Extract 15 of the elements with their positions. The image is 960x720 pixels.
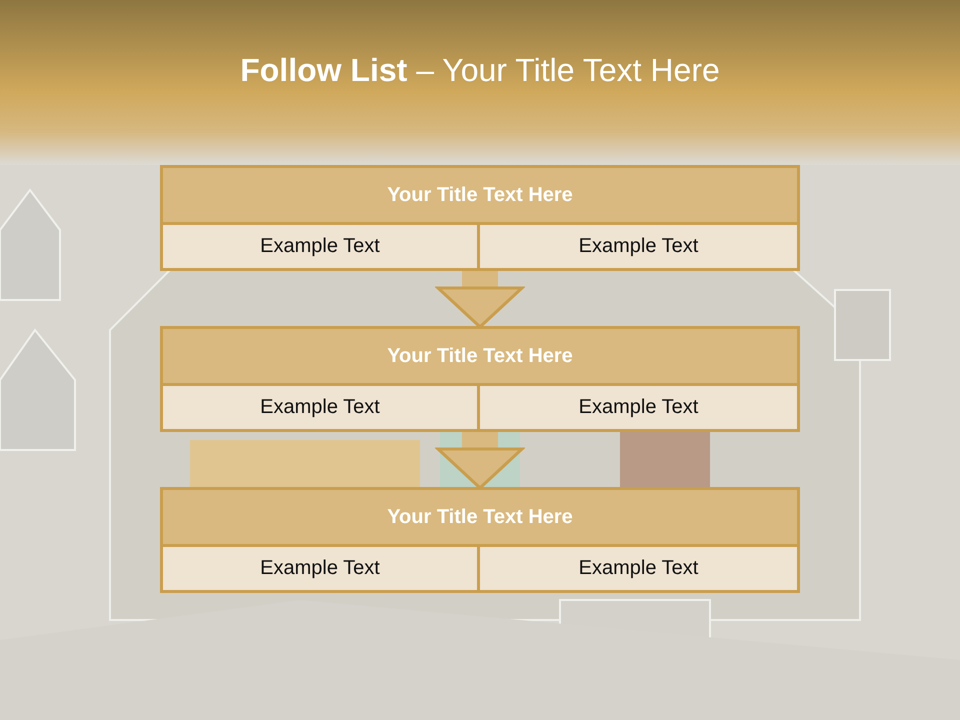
list-block (160, 487, 800, 593)
title-bar: Your Title Text Here (163, 168, 797, 225)
slide-title: Follow List – Your Title Text Here (239, 52, 721, 89)
list-block (160, 326, 800, 432)
list-block (160, 165, 800, 271)
text-cell: Example Text (480, 225, 797, 268)
block-arrow (436, 432, 524, 490)
block-arrow (436, 271, 524, 328)
text-cell: Example Text (480, 386, 797, 429)
text-cell: Example Text (163, 225, 480, 268)
title-bar: Your Title Text Here (163, 490, 797, 547)
text-cell: Example Text (163, 547, 480, 590)
title-bar: Your Title Text Here (163, 329, 797, 386)
text-cell: Example Text (480, 547, 797, 590)
text-cell: Example Text (163, 386, 480, 429)
